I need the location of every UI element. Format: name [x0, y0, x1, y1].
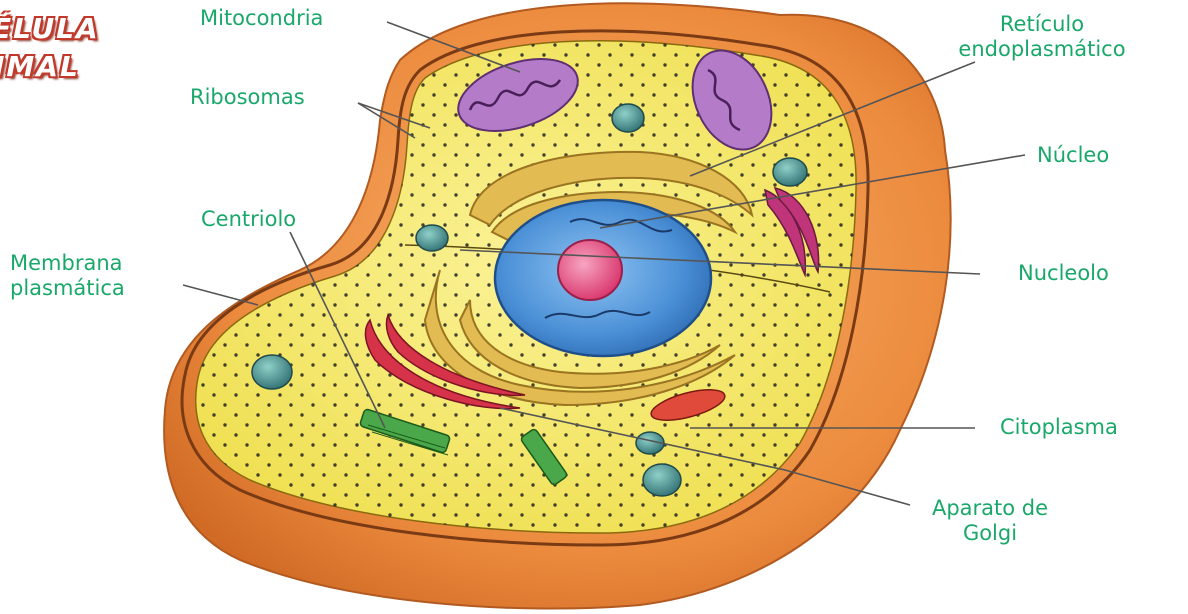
label-reticulo: Retículo endoplasmático: [912, 12, 1172, 62]
label-membrana-line-2: plasmática: [10, 276, 125, 301]
title-line-1: ÉLULA: [0, 12, 100, 46]
label-golgi-line-1: Aparato de: [915, 496, 1065, 521]
title-line-2: IMAL: [0, 50, 80, 84]
label-nucleolo: Nucleolo: [1018, 261, 1109, 286]
label-membrana: Membrana plasmática: [10, 251, 125, 301]
label-golgi: Aparato de Golgi: [915, 496, 1065, 546]
label-mitocondria: Mitocondria: [200, 6, 323, 31]
label-golgi-line-2: Golgi: [915, 521, 1065, 546]
label-citoplasma: Citoplasma: [1000, 415, 1118, 440]
label-reticulo-line-2: endoplasmático: [912, 37, 1172, 62]
label-reticulo-line-1: Retículo: [912, 12, 1172, 37]
label-ribosomas: Ribosomas: [190, 85, 305, 110]
nucleolus: [558, 240, 622, 300]
label-nucleo: Núcleo: [1037, 143, 1109, 168]
label-centriolo: Centriolo: [201, 207, 296, 232]
label-membrana-line-1: Membrana: [10, 251, 125, 276]
